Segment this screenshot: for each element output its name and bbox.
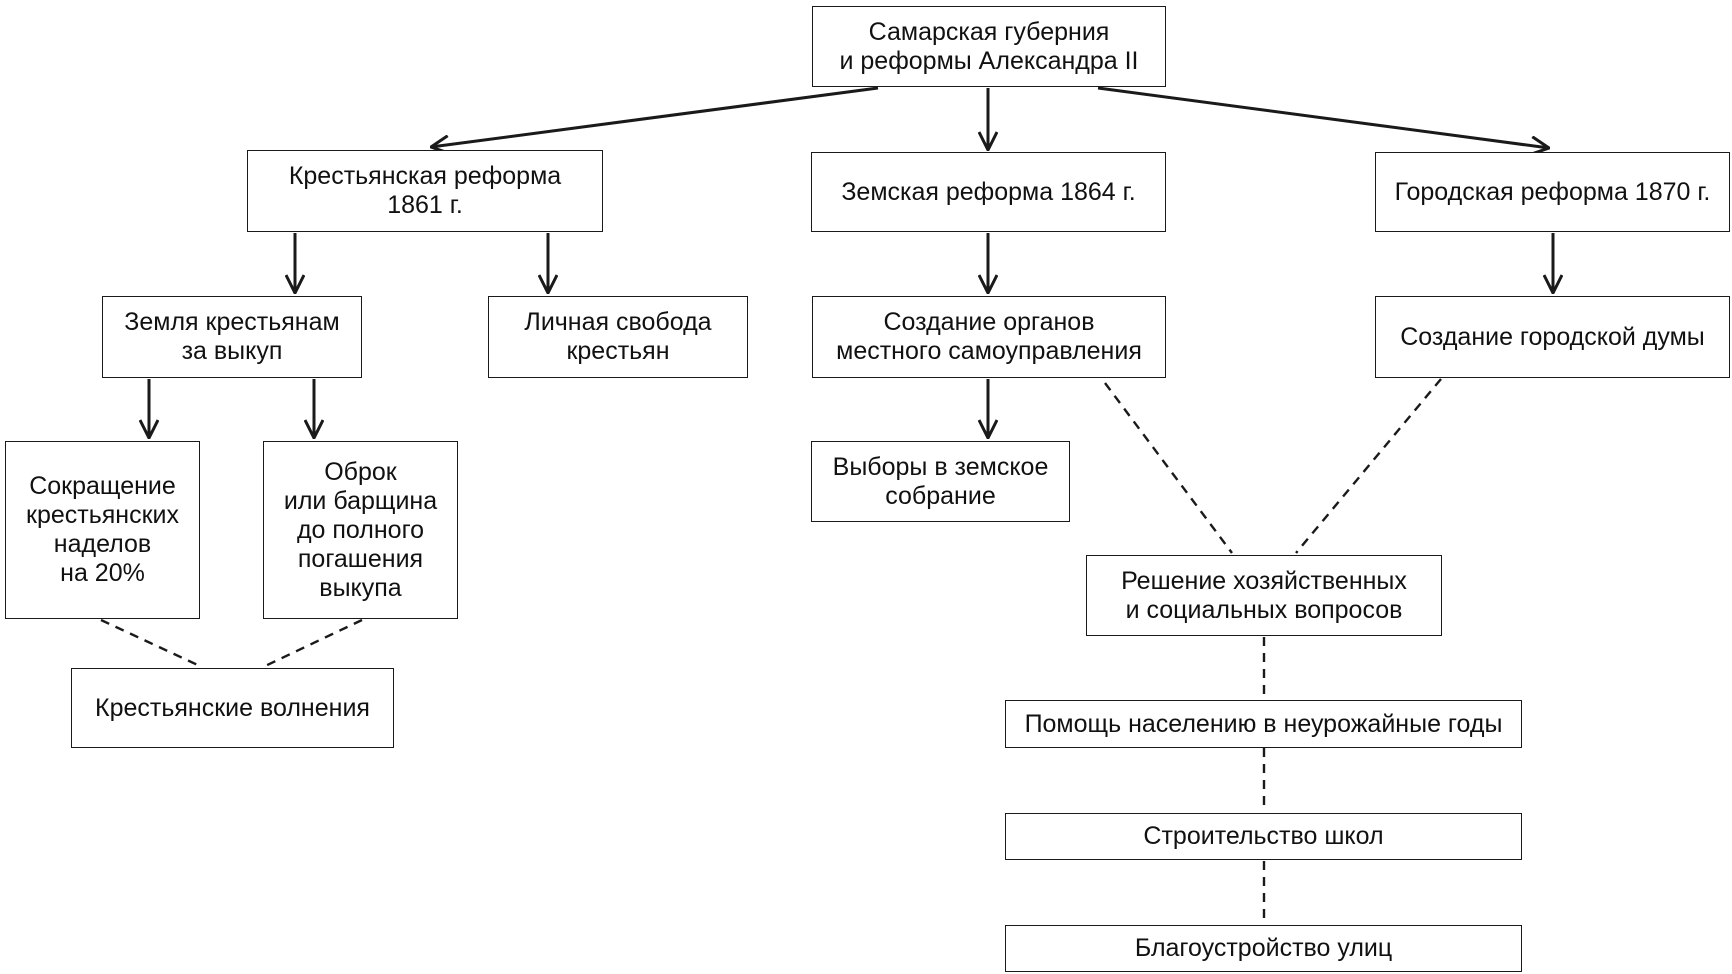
root-box: Самарская губерния и реформы Александра … [812,6,1166,87]
personal-freedom-box: Личная свобода крестьян [488,296,748,378]
self-government-box: Создание органов местного самоуправления [812,296,1166,378]
famine-help-box: Помощь населению в неурожайные годы [1005,700,1522,748]
dashed-self-government-to-economic [1104,382,1233,554]
dashed-obrok-to-unrest [262,618,363,669]
zemstvo-reform-box: Земская реформа 1864 г. [811,152,1166,232]
city-duma-box: Создание городской думы [1375,296,1730,378]
streets-box: Благоустройство улиц [1005,925,1522,972]
zemstvo-elections-box: Выборы в земское собрание [811,441,1070,522]
dashed-duma-to-economic [1295,378,1442,554]
city-reform-box: Городская реформа 1870 г. [1375,152,1730,232]
allotment-cut-box: Сокращение крестьянских наделов на 20% [5,441,200,619]
peasant-unrest-box: Крестьянские волнения [71,668,394,748]
dashed-allotment-to-unrest [100,618,203,669]
land-for-ransom-box: Земля крестьянам за выкуп [102,296,362,378]
economic-social-box: Решение хозяйственных и социальных вопро… [1086,555,1442,636]
arrow-root-to-city-reform [1097,86,1549,148]
obrok-box: Оброк или барщина до полного погашения в… [263,441,458,619]
arrow-root-to-peasant-reform [431,86,879,147]
peasant-reform-box: Крестьянская реформа 1861 г. [247,150,603,232]
schools-box: Строительство школ [1005,813,1522,860]
